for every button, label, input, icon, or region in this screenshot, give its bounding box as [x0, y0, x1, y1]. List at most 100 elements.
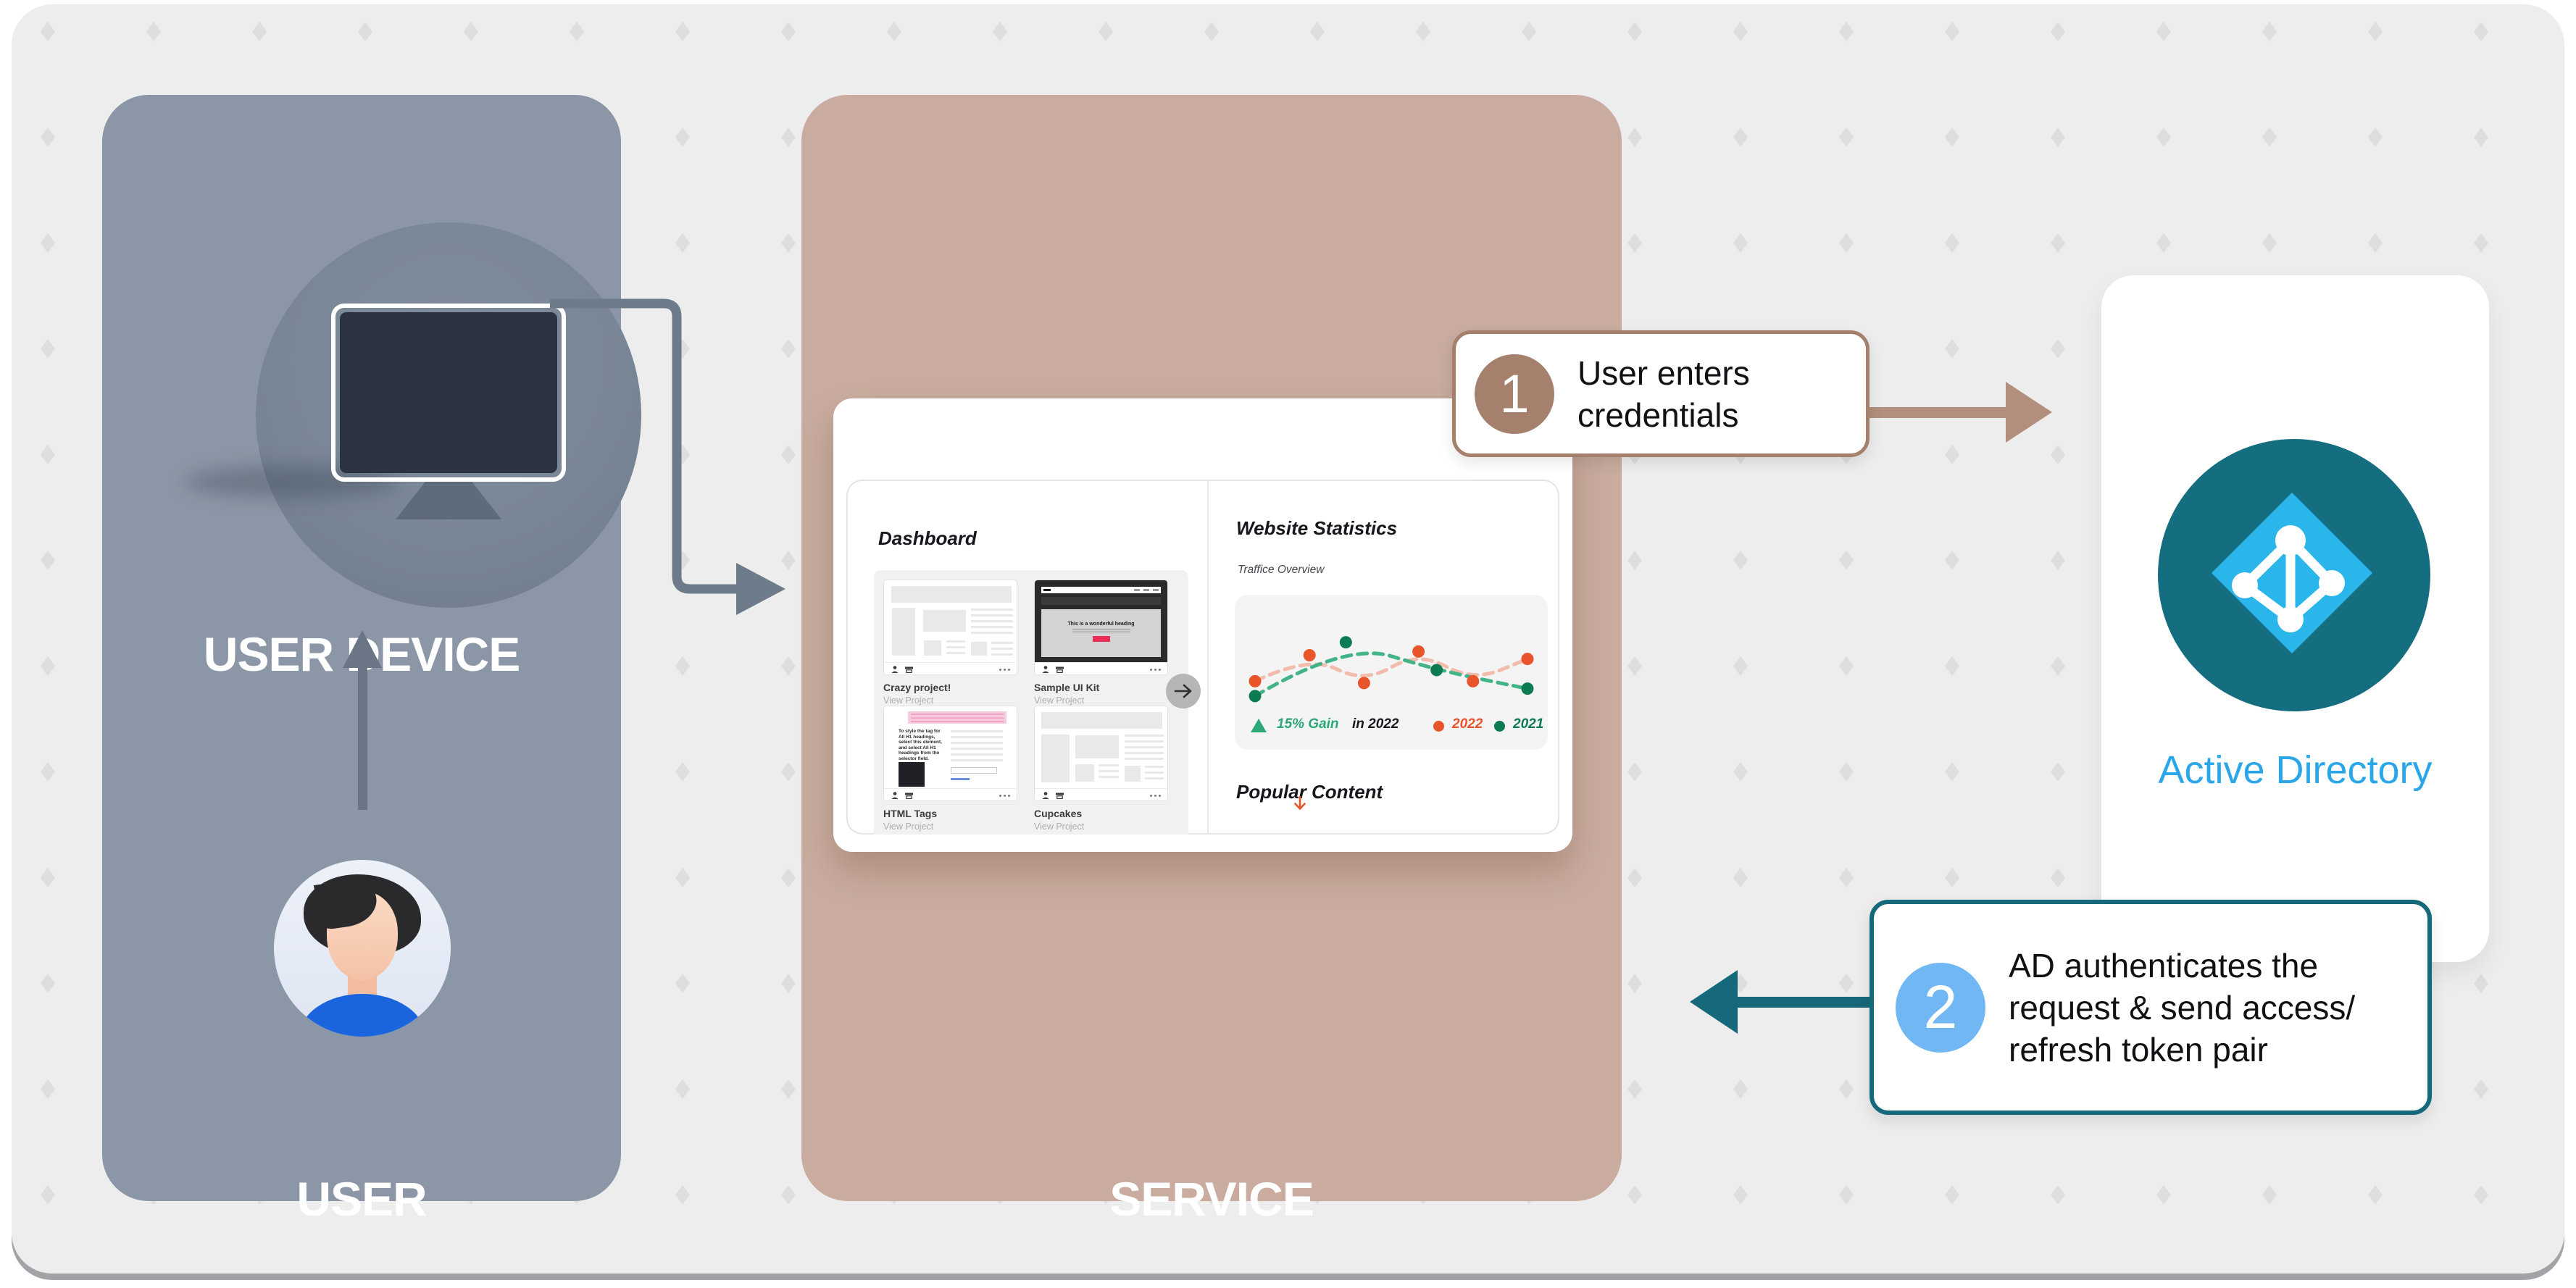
step2-line-2: request & send access/ — [2009, 988, 2356, 1026]
diamond-icon — [1627, 656, 1642, 676]
step1-arrow — [1870, 407, 2007, 418]
diamond-icon — [1839, 1079, 1854, 1099]
diamond-icon — [1733, 1079, 1748, 1099]
project-title: Cupcakes — [1034, 808, 1083, 819]
diamond-icon — [41, 127, 55, 147]
gain-triangle-icon — [1251, 719, 1267, 732]
view-project-link[interactable]: View Project — [1034, 821, 1085, 832]
arrow-right-icon — [1174, 684, 1192, 698]
diamond-icon — [2262, 127, 2277, 147]
chart-point-2022 — [1303, 649, 1316, 662]
diamond-icon — [1839, 656, 1854, 676]
step2-callout: 2 AD authenticates the request & send ac… — [1870, 900, 2432, 1115]
step1-text: User enters credentials — [1577, 352, 1750, 436]
browser-icon — [905, 793, 913, 800]
view-project-link[interactable]: View Project — [1034, 695, 1085, 706]
service-label: SERVICE — [1109, 1172, 1314, 1226]
diamond-icon — [252, 22, 267, 41]
legend-label-2022: 2022 — [1452, 716, 1483, 732]
chart-point-2022 — [1521, 653, 1534, 666]
diamond-icon — [675, 762, 690, 782]
diamond-icon — [41, 22, 55, 41]
content-divider — [1207, 481, 1209, 833]
diamond-icon — [1310, 22, 1325, 41]
step1-badge: 1 — [1475, 354, 1554, 434]
monitor-stand-icon — [396, 482, 501, 519]
diamond-icon — [1733, 22, 1748, 41]
diamond-icon — [2051, 762, 2065, 782]
diamond-icon — [1839, 868, 1854, 887]
diamond-icon — [1204, 22, 1219, 41]
diamond-icon — [1733, 1185, 1748, 1205]
diamond-icon — [2051, 445, 2065, 464]
diamond-icon — [2474, 1185, 2488, 1205]
diamond-icon — [2474, 974, 2488, 993]
diamond-icon — [1839, 551, 1854, 570]
diamond-icon — [2262, 233, 2277, 253]
traffic-line-chart — [1249, 636, 1534, 703]
diamond-icon — [2051, 22, 2065, 41]
view-project-link[interactable]: View Project — [883, 821, 934, 832]
diamond-icon — [41, 339, 55, 359]
diamond-icon — [1945, 551, 1959, 570]
project-card-cupcakes[interactable]: Cupcakes View Project — [1034, 706, 1168, 832]
device-circle — [185, 222, 641, 608]
diamond-icon — [2051, 1185, 2065, 1205]
diamond-icon — [1627, 1079, 1642, 1099]
project-thumbnail — [1034, 706, 1168, 801]
view-project-link[interactable]: View Project — [883, 695, 934, 706]
diamond-icon — [675, 974, 690, 993]
user-device-panel: USER DEVICE USER — [102, 95, 641, 1226]
diamond-icon — [887, 22, 901, 41]
next-projects-button[interactable] — [1166, 674, 1201, 708]
step1-line-1: User enters — [1577, 354, 1750, 392]
diamond-icon — [781, 551, 796, 570]
wireframe-thumbnail — [1035, 706, 1167, 788]
device-to-service-connector — [550, 298, 785, 615]
more-options-icon[interactable] — [999, 669, 1010, 671]
diamond-icon — [1627, 974, 1642, 993]
active-directory-label: Active Directory — [2158, 748, 2433, 792]
diamond-icon — [2368, 233, 2383, 253]
diamond-icon — [2156, 233, 2171, 253]
project-card-crazy-project[interactable]: Crazy project! View Project — [883, 580, 1017, 706]
diamond-icon — [781, 762, 796, 782]
diagram-canvas: USER DEVICE USER SERVICE Dashboard — [12, 4, 2564, 1274]
diamond-icon — [675, 127, 690, 147]
diamond-icon — [1945, 22, 1959, 41]
diamond-icon — [1839, 1185, 1854, 1205]
diamond-icon — [1839, 233, 1854, 253]
diamond-icon — [41, 762, 55, 782]
diamond-icon — [1627, 868, 1642, 887]
diamond-icon — [781, 339, 796, 359]
chart-line-2022 — [1253, 657, 1530, 683]
gain-suffix-label: in 2022 — [1352, 716, 1399, 732]
more-options-icon[interactable] — [999, 795, 1010, 797]
step2-line-3: refresh token pair — [2009, 1030, 2268, 1069]
diamond-icon — [781, 22, 796, 41]
browser-icon — [905, 666, 913, 674]
traffic-overview-subtitle: Traffice Overview — [1238, 564, 1325, 576]
article-excerpt: To style the tag for All H1 headings, se… — [899, 729, 942, 761]
diamond-icon — [781, 445, 796, 464]
code-block — [899, 762, 925, 787]
legend-dot-2022 — [1433, 721, 1444, 732]
card-footer — [884, 788, 1017, 800]
diamond-icon — [2051, 339, 2065, 359]
more-options-icon[interactable] — [1150, 669, 1161, 671]
more-options-icon[interactable] — [1150, 795, 1161, 797]
down-arrow-icon — [1294, 795, 1306, 810]
diamond-icon — [1627, 22, 1642, 41]
diamond-icon — [1627, 1185, 1642, 1205]
browser-icon — [1056, 793, 1064, 800]
diamond-icon — [2051, 656, 2065, 676]
avatar-shirt — [299, 994, 426, 1037]
diamond-icon — [41, 233, 55, 253]
hero-button — [1092, 636, 1110, 642]
project-card-html-tags[interactable]: To style the tag for All H1 headings, se… — [883, 706, 1017, 832]
card-footer — [1035, 788, 1167, 800]
project-card-sample-ui-kit[interactable]: This is a wonderful heading Sample UI Ki… — [1034, 580, 1168, 706]
chart-legend: 15% Gain in 2022 2022 2021 — [1235, 715, 1548, 737]
diamond-icon — [781, 127, 796, 147]
diamond-icon — [41, 1185, 55, 1205]
